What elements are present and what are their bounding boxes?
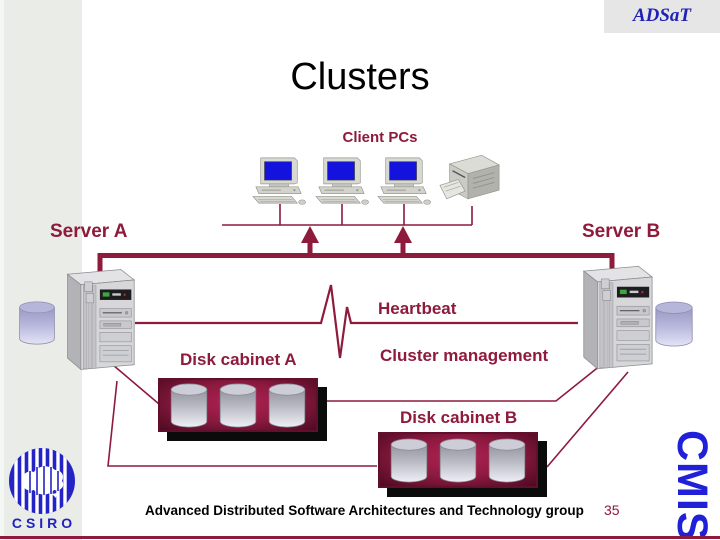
disk-cylinder-icon: [439, 438, 477, 483]
network-bus-line: [222, 204, 473, 226]
disk-cylinder-icon: [170, 383, 208, 428]
csiro-globe-icon: [8, 447, 76, 515]
client-pcs-label: Client PCs: [342, 129, 418, 146]
up-arrow-head: [301, 226, 319, 243]
disk-cylinder-icon: [268, 383, 306, 428]
cmis-wordmark: CMIS: [668, 430, 716, 540]
page-title: Clusters: [290, 56, 430, 98]
page-number: 35: [604, 502, 620, 518]
bottom-rule: [0, 536, 720, 539]
pc-icon: [375, 155, 433, 207]
disk-cylinder-icon: [17, 301, 57, 345]
disk-cylinder-icon: [653, 301, 695, 347]
server-tower-icon: [58, 266, 138, 372]
server-b-label: Server B: [582, 221, 661, 242]
server-a-label: Server A: [50, 221, 128, 242]
up-arrow-head: [394, 226, 412, 243]
disk-cabinet-a-label: Disk cabinet A: [180, 350, 297, 369]
disk-cylinder-icon: [488, 438, 526, 483]
footer-text: Advanced Distributed Software Architectu…: [145, 503, 584, 518]
printer-icon: [438, 152, 502, 205]
server-b-to-cabinet-b-line: [546, 371, 629, 468]
pc-icon: [250, 155, 308, 207]
pc-icon: [313, 155, 371, 207]
server-uplink-line: [97, 253, 615, 273]
disk-cabinet-b-label: Disk cabinet B: [400, 408, 518, 427]
cluster-management-line: [320, 364, 602, 402]
disk-cylinder-icon: [390, 438, 428, 483]
disk-cylinder-icon: [219, 383, 257, 428]
csiro-wordmark: CSIRO: [11, 515, 77, 531]
up-arrow-shaft: [307, 240, 406, 257]
disk-cabinet-a: [158, 378, 318, 432]
cluster-management-label: Cluster management: [380, 346, 549, 365]
adsat-logo: ADSaT: [604, 0, 720, 33]
heartbeat-label: Heartbeat: [378, 299, 457, 318]
server-tower-icon: [574, 262, 656, 372]
disk-cabinet-b: [378, 432, 538, 488]
